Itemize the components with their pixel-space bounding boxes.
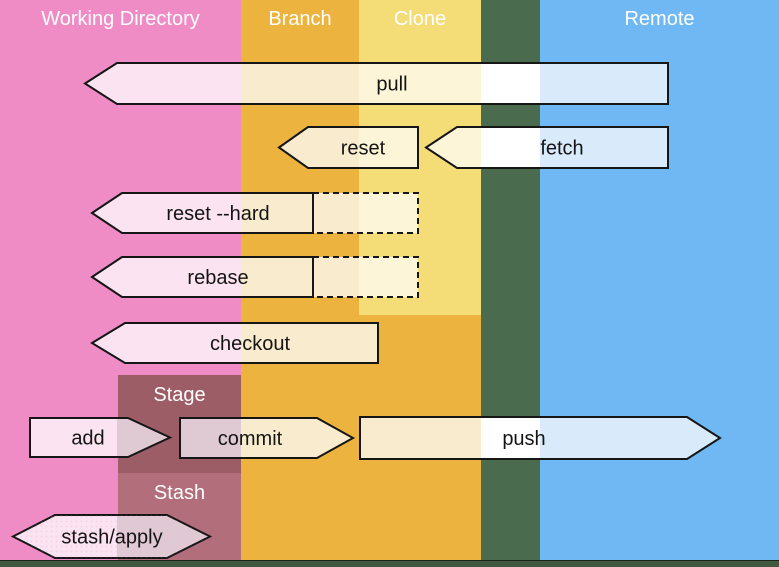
arrow-reset-hard-label: reset --hard [166, 203, 269, 225]
arrow-rebase-label: rebase [187, 267, 248, 289]
arrow-add-label: add [71, 428, 104, 450]
reset-hard-dashed-extension [312, 192, 419, 234]
arrow-checkout-label: checkout [210, 333, 290, 355]
arrow-push [359, 416, 722, 460]
band-title-working-directory: Working Directory [41, 8, 200, 30]
band-title-branch: Branch [268, 8, 332, 30]
band-title-remote: Remote [624, 8, 695, 30]
arrow-pull [83, 62, 669, 105]
rebase-dashed-extension [312, 256, 419, 298]
bottom-frame-strip [0, 560, 779, 567]
arrow-pull-label: pull [376, 74, 407, 96]
arrow-stash-apply-label: stash/apply [61, 527, 162, 549]
arrow-fetch [424, 126, 669, 169]
arrow-commit [179, 417, 356, 459]
arrow-add [29, 417, 173, 458]
arrow-push-label: push [502, 428, 545, 450]
arrow-rebase [90, 256, 314, 298]
arrow-reset-label: reset [341, 138, 386, 160]
stash-label: Stash [153, 482, 206, 504]
arrow-fetch-label: fetch [540, 138, 583, 160]
arrow-reset-hard [90, 192, 314, 234]
arrow-reset [277, 126, 419, 169]
arrow-checkout [90, 322, 379, 364]
stage-label: Stage [153, 384, 206, 406]
arrow-commit-label: commit [218, 428, 283, 450]
band-title-clone: Clone [393, 8, 447, 30]
arrow-stash-apply-texture [13, 515, 210, 558]
